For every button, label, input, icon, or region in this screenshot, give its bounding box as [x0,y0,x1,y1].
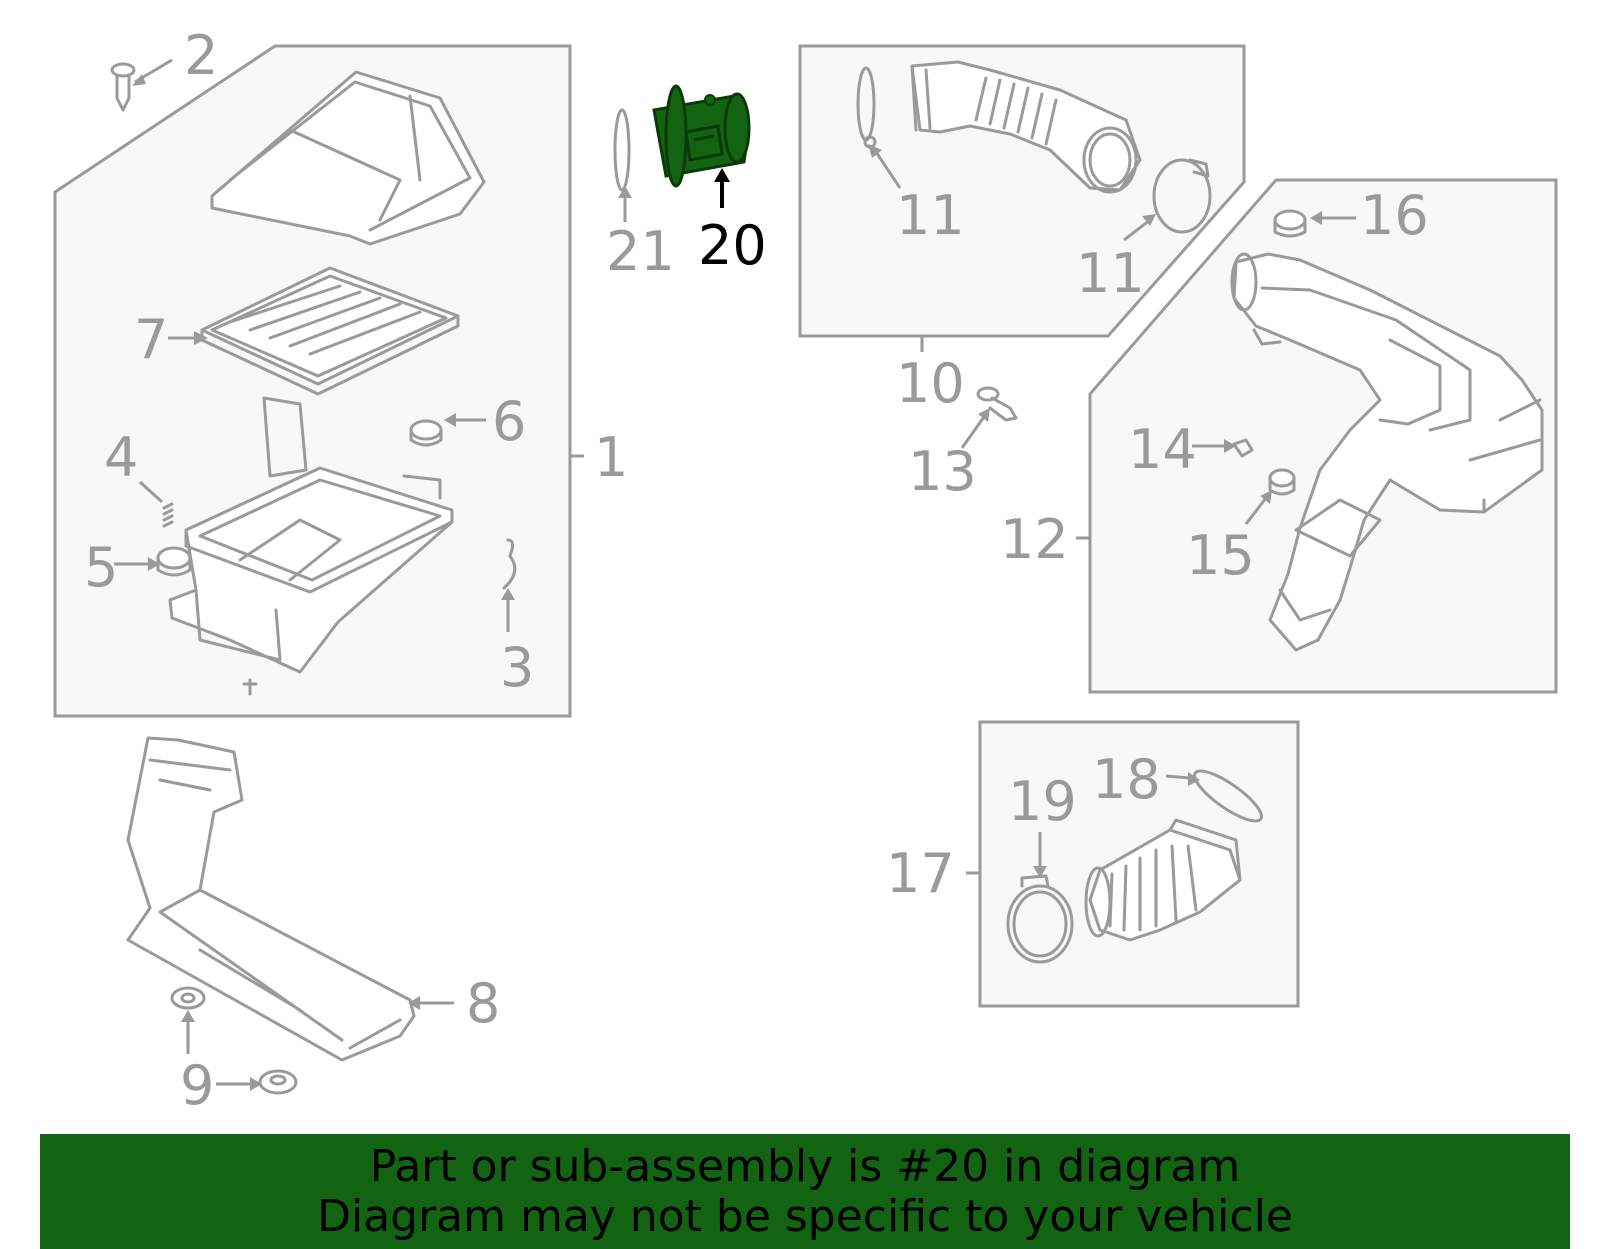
callout-2: 2 [184,24,218,87]
banner-line-2: Diagram may not be specific to your vehi… [317,1190,1293,1242]
callout-21: 21 [606,220,675,283]
part-8-intake-duct [126,736,454,1062]
callout-11-right: 11 [1076,242,1145,305]
callout-7: 7 [134,308,168,371]
group-box-10 [798,44,1246,338]
group-box-12 [1088,178,1558,694]
part-17-hose-and-clamps [1006,769,1263,964]
part-13-clip [960,386,1018,449]
callout-11-left: 11 [896,184,965,247]
part-11-clamps-and-hose [856,60,1212,242]
callout-10: 10 [896,352,965,415]
callout-5: 5 [84,536,118,599]
part-air-cleaner-housing [168,396,454,696]
callout-16: 16 [1360,184,1429,247]
part-21-seal [613,108,632,222]
part-3-strap [501,538,517,632]
callout-3: 3 [500,636,534,699]
callout-17: 17 [886,842,955,905]
part-6-grommet [409,413,486,447]
part-2-clip [110,58,173,112]
part-12-resonator [1230,252,1544,652]
group-box-17 [978,720,1300,1008]
part-5-grommet [114,546,192,577]
part-15-grommet [1244,468,1296,525]
part-16-grommet [1273,209,1356,238]
callout-13: 13 [908,440,977,503]
part-7-air-filter [168,266,460,396]
info-banner: Part or sub-assembly is #20 in diagram D… [40,1134,1570,1249]
part-14-clip [1192,438,1254,458]
callout-4: 4 [104,426,138,489]
banner-line-1: Part or sub-assembly is #20 in diagram [369,1140,1241,1192]
callout-8: 8 [466,972,500,1035]
callout-9: 9 [180,1054,214,1117]
callout-15: 15 [1186,524,1255,587]
part-20-maf-sensor[interactable] [652,84,751,208]
callout-12: 12 [1000,508,1069,571]
part-4-spring [138,480,174,528]
callout-19: 19 [1008,770,1077,833]
part-air-cleaner-cover [210,70,486,246]
callout-1: 1 [594,426,628,489]
callout-6: 6 [492,390,526,453]
callout-20[interactable]: 20 [698,214,767,277]
callout-14: 14 [1128,418,1197,481]
part-9-grommets [170,986,298,1095]
callout-18: 18 [1092,748,1161,811]
